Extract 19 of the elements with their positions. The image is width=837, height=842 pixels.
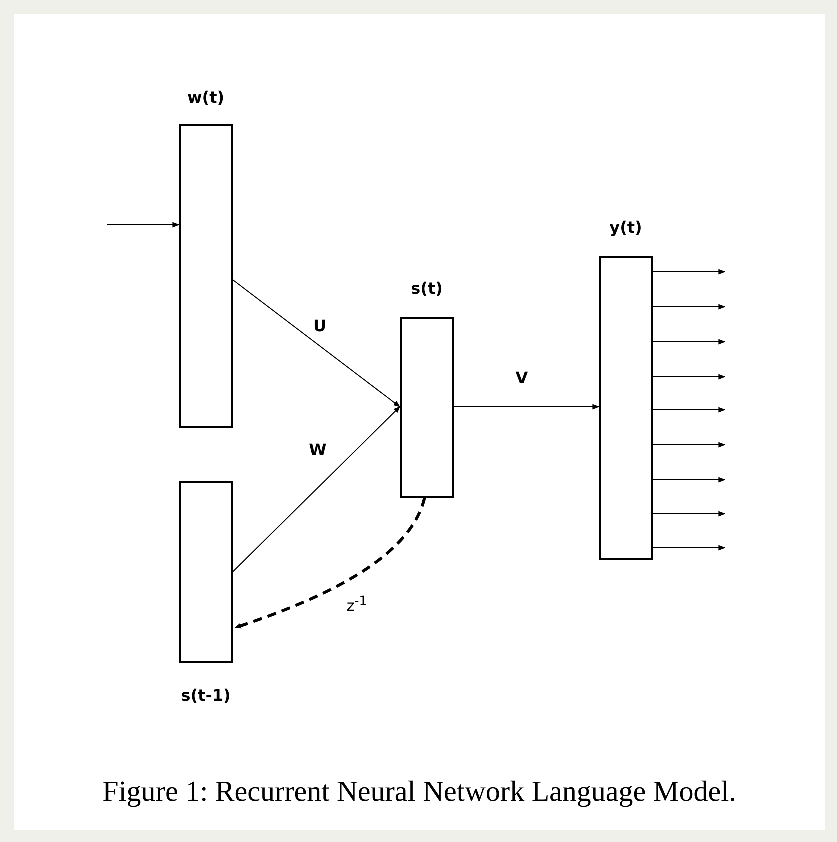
arrow [652,545,726,551]
arrow [652,442,726,448]
arrow [232,280,401,408]
arrow [106,222,180,228]
arrow [652,511,726,517]
arrow [652,339,726,345]
arrow [454,404,600,410]
layer-label: w(t) [187,88,225,107]
arrow [652,304,726,310]
arrow [652,374,726,380]
figure-caption: Figure 1: Recurrent Neural Network Language Model. [102,776,736,808]
layer-label: y(t) [610,218,642,237]
arrow [652,269,726,275]
layer-label: s(t) [411,279,443,298]
recurrent-arrow [234,498,426,630]
arrow [232,406,400,572]
arrow [652,407,726,413]
layer-label: s(t-1) [181,686,231,705]
arrow [652,477,726,483]
